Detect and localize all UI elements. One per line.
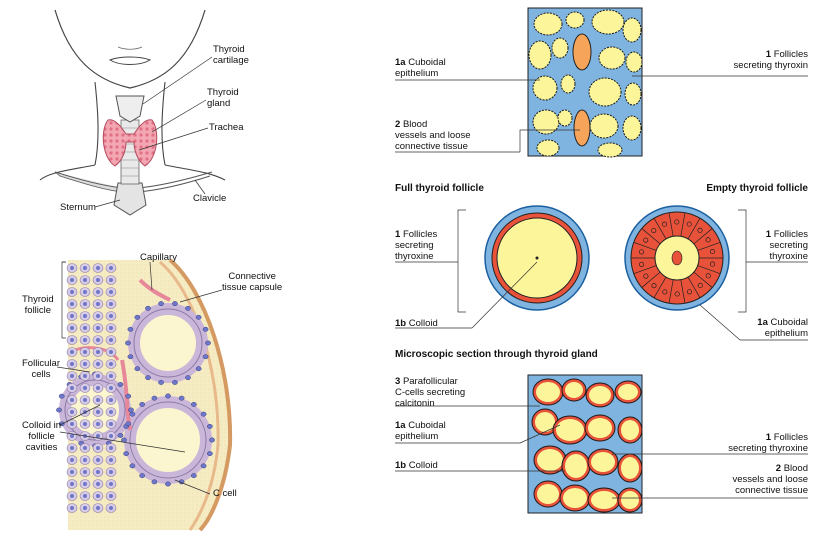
nucleus [130, 412, 135, 416]
nucleus [126, 422, 131, 426]
nucleus [145, 375, 150, 379]
empty-follicle-title: Empty thyroid follicle [706, 183, 808, 194]
capillary-label: Capillary [140, 252, 177, 263]
nucleus [207, 451, 212, 455]
nucleus [165, 482, 170, 486]
micro-bottom-follicles-label: 1 Follicles secreting thyroxine [728, 432, 808, 454]
colloid-label: 1b Colloid [395, 318, 438, 329]
full-follicle-title: Full thyroid follicle [395, 183, 484, 194]
empty-follicle-cuboidal-label: 1a Cuboidal epithelium [757, 317, 808, 339]
micro-bottom-title: Microscopic section through thyroid glan… [395, 349, 598, 360]
nucleus [121, 438, 126, 442]
nucleus [196, 315, 201, 319]
nucleus [158, 301, 163, 305]
nucleus [191, 402, 196, 406]
nucleus [179, 396, 184, 400]
nucleus [135, 367, 140, 371]
follicle-compare-leader-lines [395, 210, 808, 340]
trachea-label: Trachea [209, 122, 244, 133]
full-follicle-follicles-label: 1 Follicles secreting thyroxine [395, 229, 437, 262]
empty-follicle-follicles-label: 1 Follicles secreting thyroxine [766, 229, 808, 262]
nucleus [207, 424, 212, 428]
nucleus [185, 375, 190, 379]
nucleus [118, 433, 123, 437]
nucleus [203, 354, 208, 358]
parafollicular-label: 3 Parafollicular C-cells secreting calci… [395, 376, 465, 409]
nucleus [145, 306, 150, 310]
nucleus [203, 327, 208, 331]
micro-bottom-panel [528, 375, 642, 513]
micro-top-blood-label: 2 Blood vessels and loose connective tis… [395, 119, 471, 152]
nucleus [201, 464, 206, 468]
nucleus [185, 306, 190, 310]
nucleus [124, 451, 129, 455]
nucleus [172, 380, 177, 384]
nucleus [140, 473, 145, 477]
nucleus [128, 354, 133, 358]
nucleus [118, 382, 123, 386]
nucleus [140, 402, 145, 406]
micro-top-panel [528, 8, 642, 157]
nucleus [209, 438, 214, 442]
micro-top-cuboidal-label: 1a Cuboidal epithelium [395, 57, 446, 79]
nucleus [152, 396, 157, 400]
micro-bottom-blood-label: 2 Blood vessels and loose connective tis… [732, 463, 808, 496]
nucleus [205, 341, 210, 345]
nucleus [196, 367, 201, 371]
sternum-label: Sternum [60, 202, 96, 213]
nucleus [56, 408, 61, 412]
clavicle-label: Clavicle [193, 193, 226, 204]
nucleus [59, 394, 64, 398]
nucleus [152, 480, 157, 484]
micro-bottom-cuboidal-label: 1a Cuboidal epithelium [395, 420, 446, 442]
full-follicle-illustration [485, 206, 589, 310]
micro-bottom-colloid-label: 1b Colloid [395, 460, 438, 471]
c-cell-label: C cell [213, 488, 237, 499]
nucleus [172, 301, 177, 305]
nucleus [165, 394, 170, 398]
neck-anatomy-illustration [40, 10, 225, 215]
nucleus [125, 341, 130, 345]
nucleus [126, 394, 131, 398]
empty-follicle-illustration [625, 206, 729, 310]
follicle-section-illustration [65, 260, 230, 530]
nucleus [128, 327, 133, 331]
micro-top-follicles-label: 1 Follicles secreting thyroxin [734, 49, 808, 71]
nucleus [135, 315, 140, 319]
nucleus [191, 473, 196, 477]
nucleus [128, 408, 133, 412]
nucleus [130, 464, 135, 468]
nucleus [201, 412, 206, 416]
nucleus [158, 380, 163, 384]
